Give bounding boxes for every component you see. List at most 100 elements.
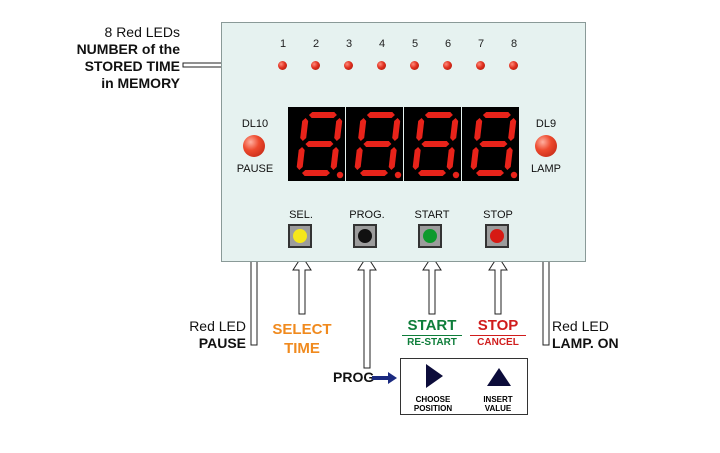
pause-annotation: Red LED PAUSE: [172, 318, 246, 352]
memory-led-4: [377, 61, 386, 70]
digit-3-decimal-point: [452, 171, 460, 179]
memory-led-3: [344, 61, 353, 70]
insert-value-label: INSERT VALUE: [471, 395, 525, 413]
stop-label: STOP: [483, 209, 513, 221]
insert-line1: INSERT: [483, 395, 513, 404]
stop-annotation: STOP CANCEL: [468, 318, 528, 348]
digit-1-segment-e: [296, 147, 305, 170]
digit-2-segment-a: [366, 112, 395, 118]
choose-position-icon: [426, 364, 443, 388]
lamp-label: LAMP: [531, 163, 561, 175]
select-arrow: [292, 255, 312, 315]
digit-4-segment-c: [504, 147, 513, 170]
digit-3-segment-f: [416, 118, 425, 141]
stop-annotation-line1: STOP: [477, 317, 519, 334]
memory-led-8: [509, 61, 518, 70]
choose-line2: POSITION: [413, 404, 453, 413]
digit-2-segment-e: [354, 147, 363, 170]
start-annotation-line1: START: [407, 317, 457, 334]
memory-led-1: [278, 61, 287, 70]
pause-label: PAUSE: [236, 163, 274, 175]
lamp-annotation-line1: Red LED: [552, 318, 609, 334]
sel-label: SEL.: [289, 209, 313, 221]
insert-line2: VALUE: [484, 404, 512, 413]
prog-annotation: PROG: [333, 369, 375, 385]
stop-button[interactable]: [485, 224, 509, 248]
leds-caption: 8 Red LEDs NUMBER of the STORED TIME in …: [20, 24, 180, 92]
select-annotation-line1: SELECT: [272, 321, 332, 338]
start-button[interactable]: [418, 224, 442, 248]
digit-2-segment-d: [360, 170, 388, 176]
lamp-annotation-line2: LAMP. ON: [552, 335, 619, 351]
digit-1-segment-c: [330, 147, 339, 170]
led-number: 7: [477, 38, 485, 50]
digit-2-segment-g: [363, 141, 392, 147]
choose-position-label: CHOOSE POSITION: [405, 395, 461, 413]
stop-rule: [470, 335, 526, 336]
prog-pointer-icon: [372, 372, 397, 384]
select-button[interactable]: [288, 224, 312, 248]
digit-1-segment-b: [334, 118, 343, 141]
digit-1-segment-g: [305, 141, 334, 147]
select-annotation-line2: TIME: [284, 340, 320, 357]
digit-4-segment-b: [508, 118, 517, 141]
memory-led-7: [476, 61, 485, 70]
leds-caption-line1: 8 Red LEDs: [104, 24, 180, 40]
digit-4-segment-a: [482, 112, 511, 118]
digit-3-segment-e: [412, 147, 421, 170]
lamp-annotation: Red LED LAMP. ON: [552, 318, 642, 352]
led-number: 4: [378, 38, 386, 50]
digit-1-segment-a: [308, 112, 337, 118]
digit-4-segment-d: [476, 170, 504, 176]
start-button-cap: [423, 229, 437, 243]
stop-button-cap: [490, 229, 504, 243]
start-label: START: [414, 209, 450, 221]
memory-led-5: [410, 61, 419, 70]
led-number: 5: [411, 38, 419, 50]
start-rule: [402, 335, 462, 336]
prog-button[interactable]: [353, 224, 377, 248]
digit-3-segment-d: [418, 170, 446, 176]
led-number: 6: [444, 38, 452, 50]
digit-4-segment-f: [474, 118, 483, 141]
led-number: 2: [312, 38, 320, 50]
start-arrow: [422, 255, 442, 315]
digit-4-segment-g: [479, 141, 508, 147]
digit-2-segment-b: [392, 118, 401, 141]
led-number: 1: [279, 38, 287, 50]
prog-button-cap: [358, 229, 372, 243]
start-annotation: START RE-START: [398, 318, 466, 348]
stop-annotation-line2: CANCEL: [477, 337, 519, 348]
led-number: 8: [510, 38, 518, 50]
dl10-label: DL10: [241, 118, 269, 130]
choose-line1: CHOOSE: [415, 395, 451, 404]
digit-1-segment-f: [300, 118, 309, 141]
select-button-cap: [293, 229, 307, 243]
dl9-label: DL9: [535, 118, 557, 130]
pause-annotation-line1: Red LED: [189, 318, 246, 334]
pause-led: [243, 135, 265, 157]
led-number: 3: [345, 38, 353, 50]
segments: [296, 112, 518, 179]
digit-4-segment-e: [470, 147, 479, 170]
digit-2-decimal-point: [394, 171, 402, 179]
memory-led-6: [443, 61, 452, 70]
insert-value-icon: [487, 368, 511, 386]
digit-1-decimal-point: [336, 171, 344, 179]
leds-caption-line3: STORED TIME: [84, 58, 180, 74]
digit-3-segment-g: [421, 141, 450, 147]
lamp-led: [535, 135, 557, 157]
prog-legend: CHOOSE POSITION INSERT VALUE: [400, 358, 528, 415]
pause-annotation-line2: PAUSE: [198, 335, 246, 351]
stop-arrow: [488, 255, 508, 315]
prog-arrow: [357, 255, 377, 369]
select-annotation: SELECT TIME: [266, 320, 338, 358]
digit-1-segment-d: [302, 170, 330, 176]
digit-4-decimal-point: [510, 171, 518, 179]
start-annotation-line2: RE-START: [407, 337, 457, 348]
digit-2-segment-f: [358, 118, 367, 141]
leds-caption-line2: NUMBER of the: [76, 41, 180, 57]
digit-2-segment-c: [388, 147, 397, 170]
memory-led-2: [311, 61, 320, 70]
digit-3-segment-a: [424, 112, 453, 118]
